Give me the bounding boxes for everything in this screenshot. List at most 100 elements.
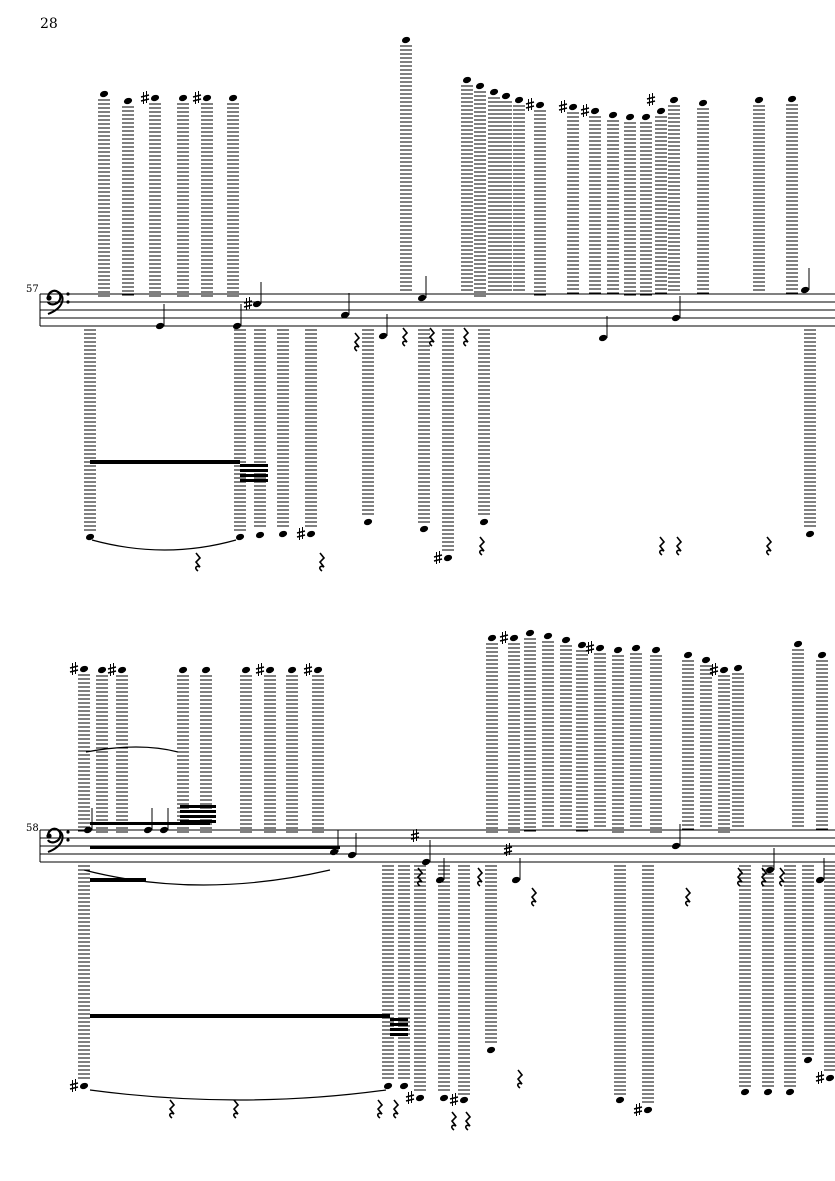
notehead [787, 95, 797, 103]
notehead [363, 518, 373, 526]
ledger-stack [254, 329, 266, 527]
ledger-stack [718, 675, 730, 833]
sharp-icon [499, 631, 509, 644]
sharp-icon [646, 93, 656, 106]
beam [90, 1014, 390, 1018]
notehead [669, 96, 679, 104]
notehead [252, 300, 262, 308]
notehead [671, 314, 681, 322]
notehead [577, 641, 587, 649]
ledger-stack [762, 865, 774, 1087]
rest-icon [765, 536, 773, 556]
beam [390, 1023, 408, 1026]
notehead [598, 334, 608, 342]
notehead [99, 90, 109, 98]
notehead [487, 634, 497, 642]
rest-icon [478, 536, 486, 556]
ledger-stack [149, 103, 161, 297]
ledger-stack [277, 329, 289, 527]
ledger-stack [234, 329, 246, 531]
sharp-icon [580, 104, 590, 117]
notehead [313, 666, 323, 674]
beam [180, 810, 216, 813]
tie [85, 746, 179, 753]
rest-icon [428, 327, 436, 347]
notehead [763, 1088, 773, 1096]
notehead [278, 530, 288, 538]
ledger-stack [614, 865, 626, 1095]
rest-icon [376, 1099, 384, 1119]
notehead [159, 826, 169, 834]
ledger-stack [264, 675, 276, 833]
beam [180, 820, 216, 823]
notehead [733, 664, 743, 672]
beam [390, 1018, 408, 1021]
notehead [383, 1082, 393, 1090]
ledger-stack [442, 329, 454, 551]
notehead [568, 103, 578, 111]
notehead [561, 636, 571, 644]
sharp-icon [503, 843, 513, 856]
beam [240, 474, 268, 477]
sharp-icon [525, 98, 535, 111]
ledger-stack [792, 649, 804, 831]
notehead [615, 1096, 625, 1104]
ledger-stack [78, 865, 90, 1079]
notehead [340, 311, 350, 319]
ledger-stack [612, 655, 624, 833]
notehead [347, 851, 357, 859]
ledger-stack [594, 653, 606, 831]
notehead [701, 656, 711, 664]
sharp-icon [633, 1103, 643, 1116]
notehead [671, 842, 681, 850]
ledger-stack [624, 122, 636, 296]
ledger-stack [98, 99, 110, 297]
notehead [399, 1082, 409, 1090]
notehead [608, 111, 618, 119]
ledger-stack [655, 116, 667, 294]
sharp-icon [449, 1093, 459, 1106]
ledger-stack [312, 675, 324, 833]
beam [90, 460, 240, 464]
ledger-stack [784, 865, 796, 1087]
notehead [525, 629, 535, 637]
ledger-stack [824, 865, 835, 1071]
notehead [698, 99, 708, 107]
ledger-stack [122, 106, 134, 296]
ledger-stack [458, 865, 470, 1095]
notehead [643, 1106, 653, 1114]
rest-icon [232, 1099, 240, 1119]
notehead [489, 88, 499, 96]
beam [90, 878, 146, 882]
rest-icon [736, 867, 744, 887]
notehead [435, 876, 445, 884]
beam [390, 1033, 408, 1036]
notehead [785, 1088, 795, 1096]
ledger-stack [227, 103, 239, 297]
notehead [501, 92, 511, 100]
notehead [590, 107, 600, 115]
ledger-stack [607, 120, 619, 294]
ledger-stack [398, 865, 410, 1079]
rest-icon [464, 1111, 472, 1131]
ledger-stack [650, 655, 662, 833]
notehead [415, 1094, 425, 1102]
ledger-stack [438, 865, 450, 1091]
ledger-stack [640, 122, 652, 296]
notehead [401, 36, 411, 44]
rest-icon [760, 867, 768, 887]
rest-icon [675, 536, 683, 556]
tie [91, 539, 237, 551]
rest-icon [462, 327, 470, 347]
ledger-stack [508, 643, 520, 833]
ledger-stack [486, 643, 498, 833]
notehead [79, 665, 89, 673]
notehead [265, 666, 275, 674]
notehead [443, 554, 453, 562]
notehead [123, 97, 133, 105]
ledger-stack [382, 865, 394, 1079]
beam [90, 846, 340, 849]
ledger-stack [567, 112, 579, 294]
sharp-icon [558, 100, 568, 113]
